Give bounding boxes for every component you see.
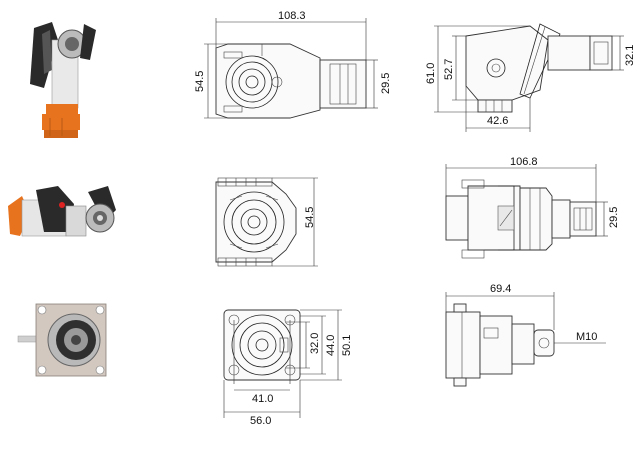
dim-108-3: 108.3 (278, 10, 306, 22)
dim-52-7: 52.7 (443, 59, 455, 80)
dim-m10: M10 (576, 331, 597, 343)
dim-56-0: 56.0 (250, 415, 271, 427)
dim-54-5-mid: 54.5 (304, 207, 316, 228)
dim-41-0: 41.0 (252, 393, 273, 405)
dim-32-0: 32.0 (309, 333, 321, 354)
render-connector-angled (30, 22, 96, 138)
render-connector-side (8, 186, 116, 237)
dim-lines-mid-side (445, 164, 608, 237)
dim-50-1: 50.1 (341, 335, 353, 356)
dim-lines-mid-front (272, 177, 318, 267)
dim-54-5-top: 54.5 (194, 71, 206, 92)
dim-42-6: 42.6 (487, 115, 508, 127)
front-view-middle (215, 177, 297, 267)
side-view-top (465, 23, 613, 113)
dim-lines-bot-front (223, 309, 342, 418)
dim-61-0: 61.0 (425, 63, 437, 84)
dim-lines-top-side (434, 25, 624, 132)
dim-lines-top-front (204, 18, 378, 119)
dim-69-4: 69.4 (490, 283, 511, 295)
dim-106-8: 106.8 (510, 156, 538, 168)
front-view-top (215, 43, 367, 119)
dim-29-5-mid: 29.5 (608, 207, 620, 228)
dim-44-0: 44.0 (325, 335, 337, 356)
side-view-middle (445, 179, 597, 259)
front-view-bottom (223, 309, 301, 381)
render-panel-mount (17, 303, 107, 377)
dim-lines-bot-side (445, 292, 606, 344)
dim-29-5-top: 29.5 (380, 73, 392, 94)
dim-32-1: 32.1 (624, 45, 636, 66)
side-view-bottom (445, 303, 555, 387)
